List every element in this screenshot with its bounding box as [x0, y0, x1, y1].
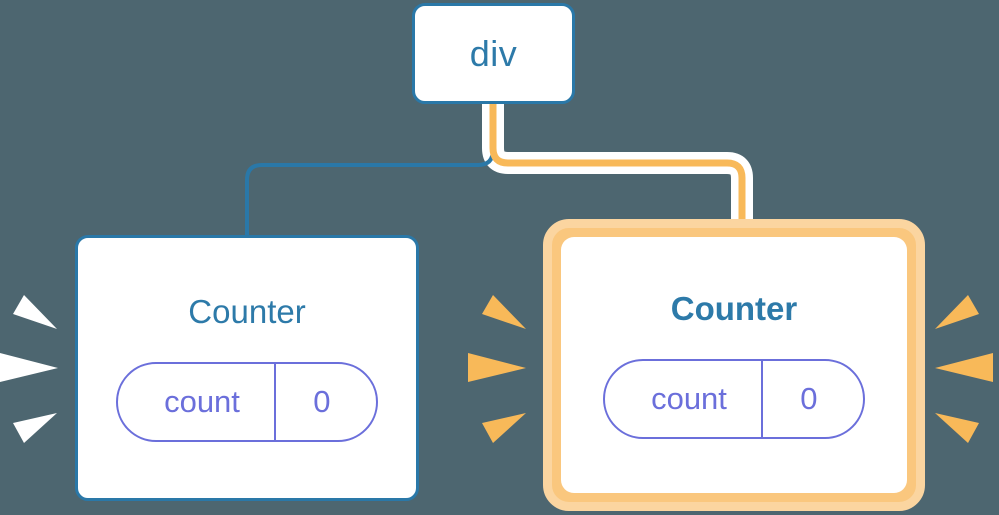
node-counter-left-title: Counter: [188, 292, 306, 330]
state-pill-left: count 0: [116, 361, 378, 442]
spark-burst-orange-left: [468, 295, 526, 443]
node-counter-right-body: Counter count 0: [561, 237, 907, 493]
wire-blue-to-counter-left: [245, 104, 495, 240]
node-counter-right-title: Counter: [670, 289, 798, 327]
state-pill-right: count 0: [603, 358, 865, 439]
spark-orange-left-middle: [468, 353, 526, 382]
node-div[interactable]: div: [412, 3, 575, 104]
state-key-left: count: [164, 384, 240, 419]
spark-orange-right-bottom: [935, 413, 979, 443]
wire-orange-to-counter-right: [489, 104, 746, 232]
node-counter-left[interactable]: Counter count 0: [75, 235, 419, 501]
state-value-left: 0: [273, 363, 376, 440]
spark-orange-left-top: [482, 295, 526, 329]
spark-orange-right-top: [935, 295, 979, 329]
node-counter-right[interactable]: Counter count 0: [543, 219, 925, 511]
spark-orange-left-bottom: [482, 413, 526, 443]
wire-orange-halo: [482, 104, 753, 232]
node-div-label: div: [469, 32, 518, 74]
spark-burst-orange-right: [935, 295, 993, 443]
state-key-right: count: [651, 381, 727, 416]
spark-burst-white-left: [0, 295, 58, 443]
spark-white-top: [13, 295, 57, 329]
state-value-right: 0: [760, 360, 863, 437]
spark-orange-right-middle: [935, 353, 993, 382]
spark-white-middle: [0, 353, 58, 382]
spark-white-bottom: [13, 413, 57, 443]
